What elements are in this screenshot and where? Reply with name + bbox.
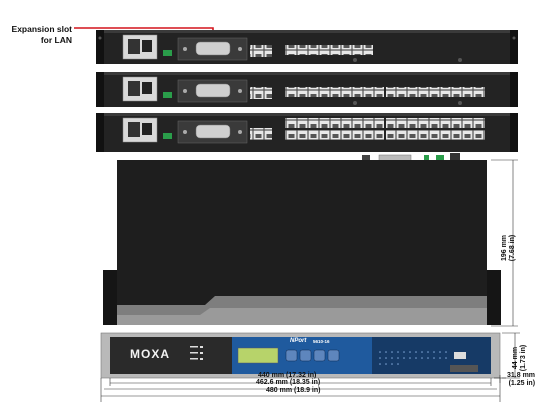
width-ears-label: 462.6 mm (18.35 in)	[256, 379, 321, 386]
bracket-label: 31.8 mm (1.25 in)	[507, 372, 536, 387]
depth-label: 196 mm (7.68 in)	[501, 234, 516, 262]
depth-dimension	[491, 159, 518, 327]
model-number: 5610-16	[313, 339, 330, 344]
rear-unit-16port	[96, 72, 518, 107]
moxa-logo: MOXA	[130, 347, 170, 361]
product-name: NPort	[290, 338, 307, 344]
rear-unit-32port	[96, 113, 518, 152]
width-body-label: 440 mm (17.32 in)	[258, 372, 317, 379]
width-dimensions	[100, 332, 520, 402]
top-view-chassis	[103, 153, 501, 325]
callout-line-2: for LAN	[40, 35, 72, 45]
width-total-label: 480 mm (18.9 in)	[266, 387, 321, 394]
rear-unit-8port	[96, 30, 518, 64]
callout-label: Expansion slot for LAN	[2, 24, 72, 46]
front-view	[100, 332, 501, 379]
callout-line-1: Expansion slot	[11, 24, 72, 34]
